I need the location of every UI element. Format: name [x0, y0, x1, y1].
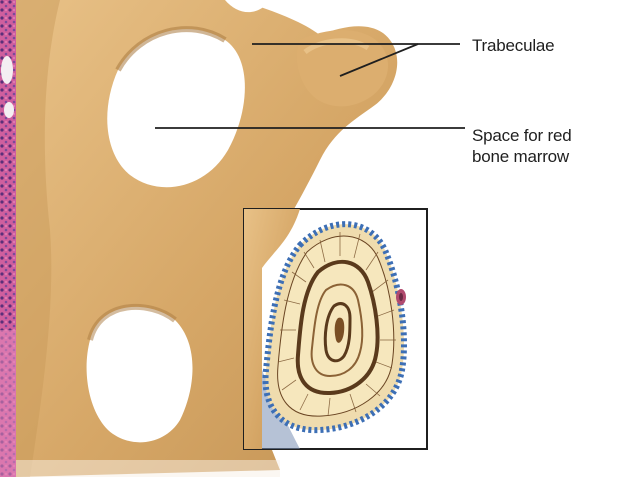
label-marrow-space-line1: Space for red	[472, 125, 571, 146]
label-marrow-space-line2: bone marrow	[472, 146, 571, 167]
inset-osteon-box	[244, 209, 427, 449]
label-trabeculae: Trabeculae	[472, 35, 554, 56]
label-marrow-space: Space for red bone marrow	[472, 125, 571, 167]
histology-strip	[0, 0, 16, 477]
